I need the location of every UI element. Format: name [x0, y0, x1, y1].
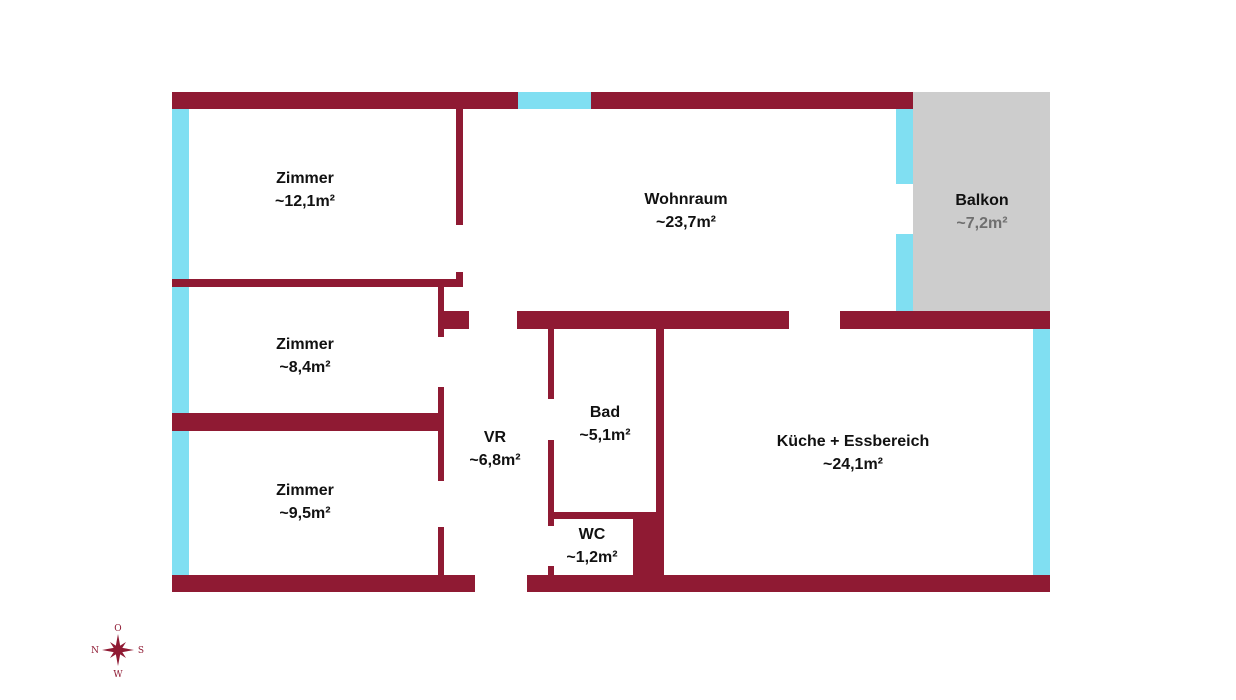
room-bad: Bad ~5,1m²	[565, 401, 645, 447]
room-kueche: Küche + Essbereich ~24,1m²	[753, 430, 953, 476]
window-left-3	[172, 431, 189, 575]
compass-icon: O N S W	[91, 624, 144, 680]
wall-zimmer2-zimmer3	[172, 413, 444, 431]
room-name: Wohnraum	[644, 191, 728, 208]
wall-bad-kueche	[656, 329, 664, 575]
room-area: ~8,4m²	[279, 359, 331, 376]
compass-left-letter: N	[91, 646, 99, 656]
room-zimmer-3: Zimmer ~9,5m²	[245, 479, 365, 525]
room-name: Balkon	[955, 192, 1009, 209]
wall-top-right	[591, 92, 913, 109]
room-area: ~24,1m²	[822, 456, 884, 473]
window-balcony-upper	[896, 109, 913, 184]
window-left-1	[172, 109, 189, 279]
wall-bad-lower	[548, 440, 554, 526]
room-zimmer-1: Zimmer ~12,1m²	[245, 167, 365, 213]
room-area: ~12,1m²	[274, 193, 336, 210]
wall-top-left	[172, 92, 518, 109]
balcony-floor	[913, 92, 1050, 311]
room-area: ~1,2m²	[566, 549, 618, 566]
window-left-2	[172, 287, 189, 413]
room-area: ~6,8m²	[469, 452, 521, 469]
wall-bottom-left	[172, 575, 475, 592]
room-wohnraum: Wohnraum ~23,7m²	[626, 188, 746, 234]
window-balcony-lower	[896, 234, 913, 311]
room-wc: WC ~1,2m²	[553, 523, 631, 569]
wall-bad-wc	[548, 512, 660, 519]
wall-zimmer1-zimmer2	[172, 279, 463, 287]
wall-bottom-right	[527, 575, 1050, 592]
wall-wohnraum-kueche	[840, 311, 1050, 329]
room-name: Küche + Essbereich	[776, 433, 930, 450]
room-zimmer-2: Zimmer ~8,4m²	[245, 333, 365, 379]
wall-wc-stub	[548, 566, 554, 575]
wall-bad-upper	[548, 329, 554, 399]
room-name: Zimmer	[276, 482, 334, 499]
room-name: Zimmer	[276, 170, 334, 187]
room-name: WC	[578, 526, 606, 543]
wall-corridor-lower	[438, 527, 444, 575]
window-right	[1033, 328, 1050, 575]
wall-corridor-mid	[438, 387, 444, 481]
wall-zimmer1-wohnraum	[456, 109, 463, 225]
wall-wohnraum-bad	[517, 311, 789, 329]
wall-corridor-block	[438, 311, 469, 329]
room-area: ~9,5m²	[279, 505, 331, 522]
room-area: ~23,7m²	[655, 214, 717, 231]
shaft	[633, 512, 664, 575]
window-top	[518, 92, 591, 109]
room-name: Zimmer	[276, 336, 334, 353]
room-balkon: Balkon ~7,2m²	[922, 189, 1042, 235]
room-area: ~7,2m²	[956, 215, 1008, 232]
room-vr: VR ~6,8m²	[455, 426, 535, 472]
room-name: Bad	[589, 404, 621, 421]
compass-bottom-letter: W	[113, 670, 123, 680]
compass-top-letter: O	[114, 624, 121, 634]
wall-zimmer1-wohnraum-stub	[456, 272, 463, 284]
room-area: ~5,1m²	[579, 427, 631, 444]
room-name: VR	[483, 429, 507, 446]
compass-right-letter: S	[138, 646, 144, 656]
